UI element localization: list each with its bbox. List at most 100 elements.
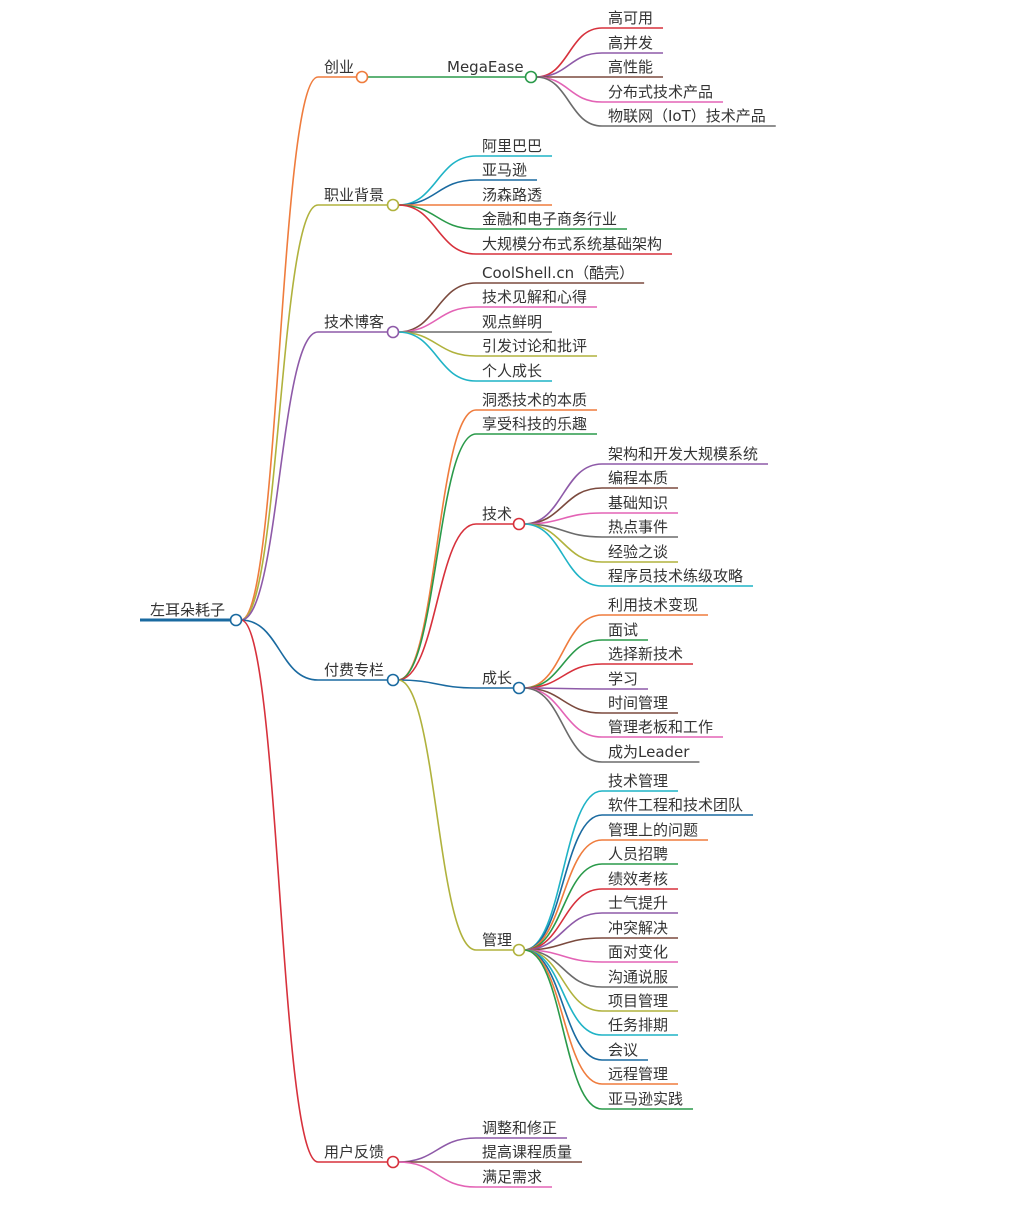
branch-1-label: 职业背景 <box>324 186 384 204</box>
blog-leaf-3-label: 引发讨论和批评 <box>482 337 587 355</box>
blog-leaf-1-label: 技术见解和心得 <box>482 288 587 306</box>
paid-leaf-0-connector <box>397 409 477 681</box>
branch-2-connector <box>240 331 319 621</box>
growth-connector <box>397 679 477 689</box>
tech-leaf-1-label: 编程本质 <box>608 469 668 487</box>
growth-leaf-6-connector <box>523 687 603 763</box>
mgmt-leaf-13-connector <box>523 949 603 1110</box>
branch-0-label: 创业 <box>324 58 354 76</box>
career-leaf-0-connector <box>397 155 477 206</box>
feedback-leaf-2-label: 满足需求 <box>482 1168 542 1186</box>
mgmt-leaf-11-label: 会议 <box>608 1041 638 1059</box>
tech-leaf-5-connector <box>523 523 603 587</box>
tech-leaf-4-label: 经验之谈 <box>608 543 668 561</box>
feedback-leaf-0-label: 调整和修正 <box>482 1119 557 1137</box>
growth-leaf-5-label: 管理老板和工作 <box>608 718 713 736</box>
branch-1-node[interactable] <box>386 198 400 212</box>
mgmt-leaf-13-label: 亚马逊实践 <box>608 1090 683 1108</box>
mgmt-leaf-7-label: 面对变化 <box>608 943 668 961</box>
tech-connector <box>397 523 477 681</box>
node-layer: 左耳朵耗子创业职业背景技术博客付费专栏用户反馈MegaEase高可用高并发高性能… <box>150 9 766 1186</box>
career-leaf-1-connector <box>397 179 477 206</box>
branch-3-connector <box>240 619 319 681</box>
blog-leaf-0-connector <box>397 282 477 333</box>
growth-leaf-4-label: 时间管理 <box>608 694 668 712</box>
branch-4-connector <box>240 619 319 1163</box>
mgmt-leaf-2-label: 管理上的问题 <box>608 821 698 839</box>
blog-leaf-3-connector <box>397 331 477 357</box>
blog-leaf-4-connector <box>397 331 477 382</box>
career-leaf-2-label: 汤森路透 <box>482 186 542 204</box>
branch-3-label: 付费专栏 <box>324 661 384 679</box>
feedback-leaf-0-connector <box>397 1137 477 1163</box>
megaease-label: MegaEase <box>447 58 524 76</box>
tech-leaf-2-label: 基础知识 <box>608 494 668 512</box>
branch-2-node[interactable] <box>386 325 400 339</box>
mgmt-leaf-11-connector <box>523 949 603 1061</box>
mgmt-leaf-10-label: 任务排期 <box>608 1016 668 1034</box>
growth-leaf-3-label: 学习 <box>608 670 638 688</box>
mgmt-leaf-2-connector <box>523 839 603 951</box>
mgmt-leaf-0-label: 技术管理 <box>608 772 668 790</box>
megaease-leaf-3-label: 分布式技术产品 <box>608 83 713 101</box>
megaease-leaf-4-connector <box>535 76 603 127</box>
branch-0-connector <box>240 76 319 621</box>
growth-leaf-6-label: 成为Leader <box>608 743 690 761</box>
mgmt-leaf-9-connector <box>523 949 603 1012</box>
tech-node[interactable] <box>512 517 526 531</box>
megaease-leaf-3-connector <box>535 76 603 103</box>
growth-leaf-1-label: 面试 <box>608 621 638 639</box>
mgmt-leaf-5-label: 士气提升 <box>608 894 668 912</box>
growth-leaf-4-connector <box>523 687 603 714</box>
branch-4-label: 用户反馈 <box>324 1143 384 1161</box>
branch-4-node[interactable] <box>386 1155 400 1169</box>
branch-3-node[interactable] <box>386 673 400 687</box>
mgmt-leaf-10-connector <box>523 949 603 1036</box>
mgmt-leaf-8-label: 沟通说服 <box>608 968 668 986</box>
megaease-node[interactable] <box>524 70 538 84</box>
mgmt-node[interactable] <box>512 943 526 957</box>
tech-leaf-1-connector <box>523 487 603 525</box>
mgmt-leaf-1-label: 软件工程和技术团队 <box>608 796 743 814</box>
mgmt-label: 管理 <box>482 931 512 949</box>
career-leaf-0-label: 阿里巴巴 <box>482 137 542 155</box>
growth-leaf-2-label: 选择新技术 <box>608 645 683 663</box>
growth-label: 成长 <box>482 669 512 687</box>
megaease-leaf-4-label: 物联网（IoT）技术产品 <box>608 107 766 125</box>
branch-1-connector <box>240 204 319 621</box>
tech-leaf-0-connector <box>523 463 603 525</box>
mgmt-leaf-4-label: 绩效考核 <box>608 870 668 888</box>
megaease-leaf-2-label: 高性能 <box>608 58 653 76</box>
root-node[interactable] <box>229 613 243 627</box>
mgmt-leaf-0-connector <box>523 790 603 951</box>
megaease-leaf-1-label: 高并发 <box>608 34 653 52</box>
branch-0-node[interactable] <box>355 70 369 84</box>
mgmt-connector <box>397 679 477 951</box>
growth-leaf-1-connector <box>523 639 603 689</box>
megaease-leaf-1-connector <box>535 52 603 78</box>
growth-leaf-0-connector <box>523 614 603 689</box>
megaease-leaf-0-connector <box>535 27 603 78</box>
branch-2-label: 技术博客 <box>324 313 384 331</box>
paid-leaf-0-label: 洞悉技术的本质 <box>482 391 587 409</box>
connector-layer <box>140 27 776 1188</box>
career-leaf-3-label: 金融和电子商务行业 <box>482 210 617 228</box>
tech-label: 技术 <box>482 505 512 523</box>
blog-leaf-1-connector <box>397 306 477 333</box>
blog-leaf-0-label: CoolShell.cn（酷壳） <box>482 264 634 282</box>
mgmt-leaf-9-label: 项目管理 <box>608 992 668 1010</box>
mgmt-leaf-5-connector <box>523 912 603 951</box>
feedback-leaf-2-connector <box>397 1161 477 1188</box>
mgmt-leaf-12-connector <box>523 949 603 1085</box>
growth-leaf-2-connector <box>523 663 603 689</box>
career-leaf-3-connector <box>397 204 477 230</box>
paid-leaf-1-connector <box>397 433 477 681</box>
tech-leaf-5-label: 程序员技术练级攻略 <box>608 567 743 585</box>
mgmt-leaf-1-connector <box>523 814 603 951</box>
growth-node[interactable] <box>512 681 526 695</box>
career-leaf-1-label: 亚马逊 <box>482 161 527 179</box>
growth-leaf-0-label: 利用技术变现 <box>608 596 698 614</box>
tech-leaf-3-label: 热点事件 <box>608 518 668 536</box>
mgmt-leaf-3-label: 人员招聘 <box>608 845 668 863</box>
